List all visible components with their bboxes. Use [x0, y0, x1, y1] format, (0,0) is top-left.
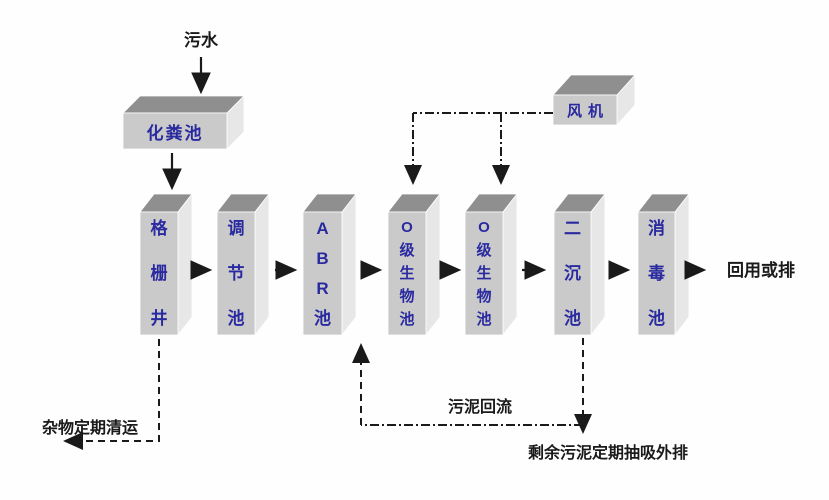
blower-label: 风机 — [566, 102, 609, 120]
tank-label-regulating: 调节池 — [227, 219, 245, 328]
septic-tank-label: 化粪池 — [146, 123, 204, 143]
tank-label-grid-well: 格栅井 — [150, 219, 168, 328]
tank-box-abr — [302, 192, 357, 337]
influent-label: 污水 — [184, 31, 218, 50]
septic-tank-box — [122, 95, 245, 150]
tank-box-regulating — [216, 192, 270, 337]
debris-removal-label: 杂物定期清运 — [42, 420, 139, 437]
tank-label-secondary-sedimentation: 二沉池 — [564, 219, 581, 328]
excess-sludge-label: 剩余污泥定期抽吸外排 — [528, 445, 689, 462]
tank-label-disinfection: 消毒池 — [648, 219, 665, 328]
tank-box-o-bio-2 — [464, 192, 518, 337]
sludge-return-label: 污泥回流 — [448, 399, 513, 416]
effluent-label: 回用或排 — [727, 261, 795, 280]
blower-box — [552, 73, 636, 127]
tank-box-secondary-sedimentation — [553, 192, 606, 337]
tank-box-grid-well — [139, 192, 193, 337]
tank-box-disinfection — [637, 192, 690, 337]
debris-removal-path — [63, 339, 160, 450]
tank-box-o-bio-1 — [387, 192, 441, 337]
